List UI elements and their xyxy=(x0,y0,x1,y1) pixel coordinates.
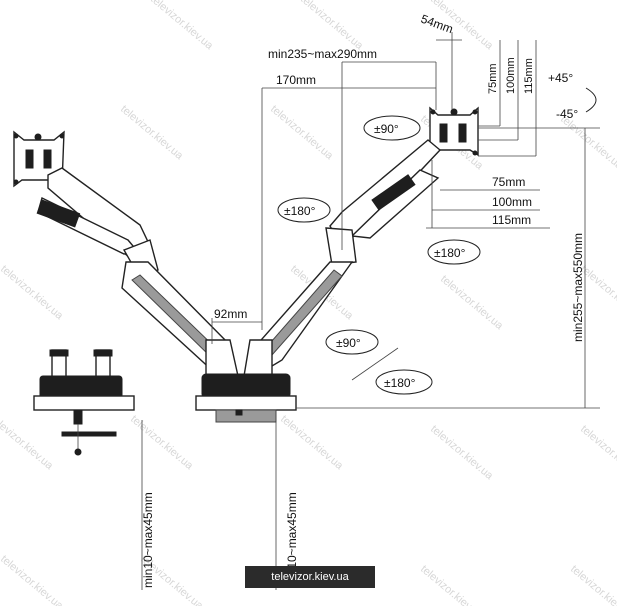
watermark-text: televizor.kiev.ua xyxy=(578,423,617,483)
label-vesa-h-75: 75mm xyxy=(492,175,525,189)
watermark-text: televizor.kiev.ua xyxy=(278,413,346,473)
label-vesa-h-100: 100mm xyxy=(492,195,532,209)
label-clamp-thickness: min10~max45mm xyxy=(141,492,155,588)
label-rotate-bracket: ±90° xyxy=(374,122,399,136)
label-vesa-v-75: 75mm xyxy=(487,63,499,94)
label-tilt-down: -45° xyxy=(556,107,578,121)
label-vesa-h-115: 115mm xyxy=(492,213,531,227)
watermark-text: televizor.kiev.ua xyxy=(128,413,196,473)
watermark-text: televizor.kiev.ua xyxy=(0,263,66,323)
center-base xyxy=(195,339,297,423)
clamp-base xyxy=(33,349,135,456)
watermark-footer-badge: televizor.kiev.ua xyxy=(245,566,375,588)
watermark-text: televizor.kiev.ua xyxy=(438,273,506,333)
watermark-text: televizor.kiev.ua xyxy=(0,553,66,606)
label-tilt-up: +45° xyxy=(548,71,573,85)
watermark-text: televizor.kiev.ua xyxy=(298,0,366,53)
watermark-text: televizor.kiev.ua xyxy=(568,563,617,606)
left-arm xyxy=(13,130,237,373)
right-arm xyxy=(249,106,479,373)
label-swivel-base: ±180° xyxy=(384,376,416,390)
watermark-text: televizor.kiev.ua xyxy=(0,413,56,473)
label-column-spacing: 92mm xyxy=(214,307,247,321)
label-swivel-left: ±180° xyxy=(284,204,316,218)
label-height: min255~max550mm xyxy=(571,233,585,342)
label-swivel-right: ±180° xyxy=(434,246,466,260)
watermark-text: televizor.kiev.ua xyxy=(268,103,336,163)
dimension-labels: 54mm min235~max290mm 170mm 75mm 100mm 11… xyxy=(141,12,585,588)
label-vesa-v-100: 100mm xyxy=(505,57,517,94)
label-vesa-v-115: 115mm xyxy=(523,58,535,94)
watermark-text: televizor.kiev.ua xyxy=(418,563,486,606)
watermark-text: televizor.kiev.ua xyxy=(428,423,496,483)
label-arm-offset: 170mm xyxy=(276,73,316,87)
rotation-labels: +45° -45° ±90° ±180° ±180° ±90° ±180° xyxy=(284,71,578,390)
label-grommet-thickness: min10~max45mm xyxy=(285,492,299,588)
watermark-text: televizor.kiev.ua xyxy=(148,0,216,53)
label-reach: min235~max290mm xyxy=(268,47,377,61)
rotation-indicators xyxy=(277,87,597,395)
watermark-text: televizor.kiev.ua xyxy=(118,103,186,163)
watermark-text: televizor.kiev.ua xyxy=(558,113,617,173)
dimension-lines xyxy=(141,32,600,590)
label-swivel-joint: ±90° xyxy=(336,336,361,350)
